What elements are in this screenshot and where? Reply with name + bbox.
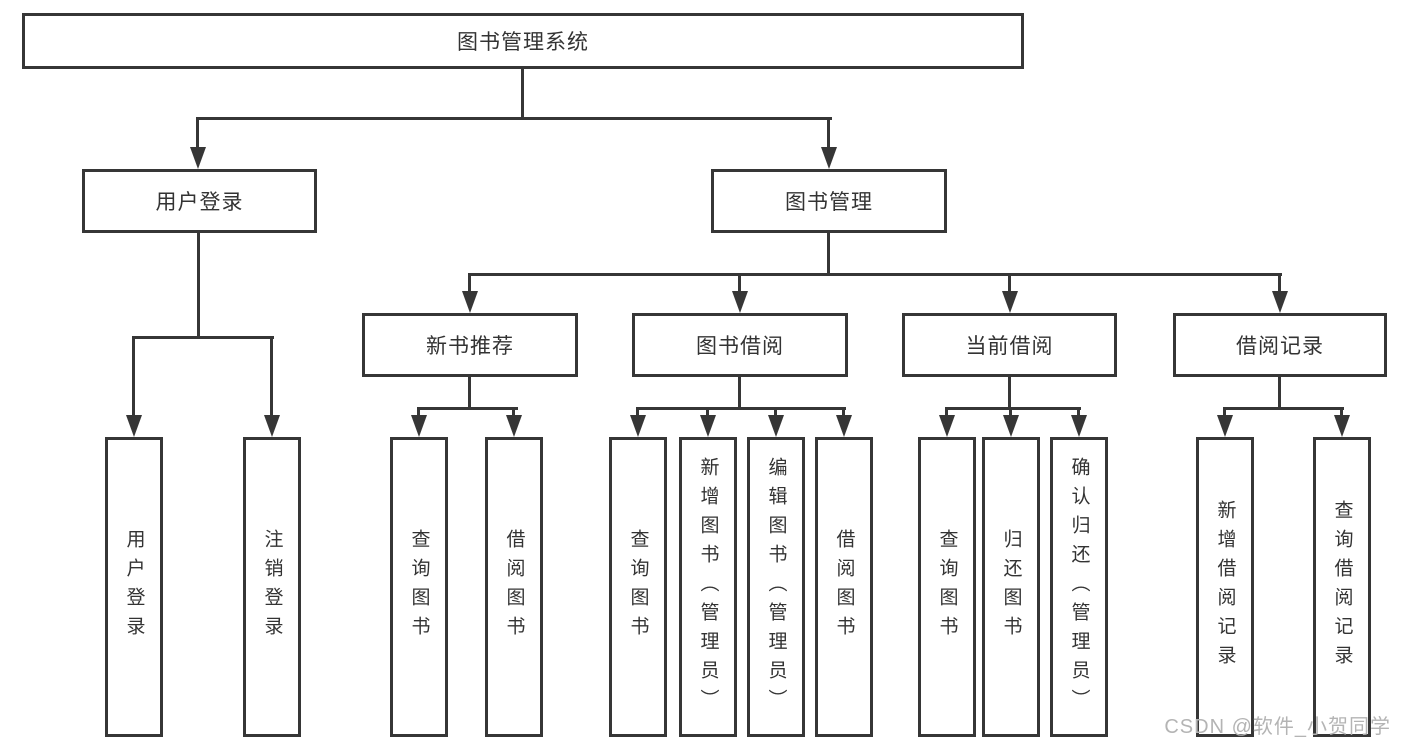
node-leaf-add-books-admin: 新增图书（管理员）: [679, 437, 737, 737]
arrow-down-icon: [1217, 415, 1233, 437]
connector-to-leaf: [774, 407, 777, 419]
node-new-book-recommend: 新书推荐: [362, 313, 578, 377]
node-label: 归还图书: [1000, 529, 1022, 645]
connector-to-leaf: [842, 407, 845, 419]
arrow-down-icon: [506, 415, 522, 437]
node-current-borrowing: 当前借阅: [902, 313, 1117, 377]
node-label: 查询图书: [936, 529, 958, 645]
connector-to-leaf: [1223, 407, 1226, 419]
node-label: 新增图书（管理员）: [697, 456, 719, 718]
arrow-down-icon: [411, 415, 427, 437]
node-leaf-borrow-books-borrowing: 借阅图书: [815, 437, 873, 737]
node-label: 图书管理: [785, 191, 873, 214]
node-leaf-logout: 注销登录: [243, 437, 301, 737]
node-label: 借阅图书: [503, 529, 525, 645]
arrow-down-icon: [126, 415, 142, 437]
connector-borrowing-records-bar: [1223, 407, 1344, 410]
arrow-down-icon: [462, 291, 478, 313]
connector-to-current-borrowing: [1008, 273, 1011, 294]
node-leaf-borrow-books-recommend: 借阅图书: [485, 437, 543, 737]
node-label: 用户登录: [123, 529, 145, 645]
node-borrowing-records: 借阅记录: [1173, 313, 1387, 377]
node-leaf-query-borrow-record: 查询借阅记录: [1313, 437, 1371, 737]
connector-to-leaf: [706, 407, 709, 419]
node-leaf-add-borrow-record: 新增借阅记录: [1196, 437, 1254, 737]
connector-to-book-borrowing: [738, 273, 741, 294]
connector-current-borrowing-bar: [945, 407, 1081, 410]
node-label: 新书推荐: [426, 335, 514, 358]
connector-book-borrowing-stem: [738, 377, 741, 407]
connector-root-stem: [521, 69, 524, 117]
node-label: 查询借阅记录: [1331, 500, 1353, 674]
connector-book-borrowing-bar: [636, 407, 846, 410]
connector-book-management-stem: [827, 233, 830, 273]
connector-user-login-bar: [132, 336, 274, 339]
node-label: 借阅图书: [833, 529, 855, 645]
arrow-down-icon: [1003, 415, 1019, 437]
node-leaf-confirm-return-admin: 确认归还（管理员）: [1050, 437, 1108, 737]
node-label: 新增借阅记录: [1214, 500, 1236, 674]
arrow-down-icon: [1071, 415, 1087, 437]
connector-root-to-book-management: [827, 117, 830, 150]
node-label: 确认归还（管理员）: [1068, 456, 1090, 718]
node-book-borrowing: 图书借阅: [632, 313, 848, 377]
connector-to-leaf-logout: [270, 336, 273, 418]
node-label: 注销登录: [261, 529, 283, 645]
arrow-down-icon: [630, 415, 646, 437]
arrow-down-icon: [732, 291, 748, 313]
connector-new-book-recommend-bar: [417, 407, 518, 410]
connector-current-borrowing-stem: [1008, 377, 1011, 407]
node-label: 编辑图书（管理员）: [765, 456, 787, 718]
connector-root-bar: [196, 117, 832, 120]
watermark: CSDN @软件_小贺同学: [1164, 716, 1391, 738]
arrow-down-icon: [1334, 415, 1350, 437]
arrow-down-icon: [1272, 291, 1288, 313]
connector-to-new-book-recommend: [468, 273, 471, 294]
connector-to-leaf: [512, 407, 515, 419]
arrow-down-icon: [836, 415, 852, 437]
connector-borrowing-records-stem: [1278, 377, 1281, 407]
node-label: 当前借阅: [965, 335, 1054, 358]
arrow-down-icon: [190, 147, 206, 169]
node-label: 用户登录: [155, 191, 244, 214]
node-label: 查询图书: [408, 529, 430, 645]
connector-to-leaf: [1009, 407, 1012, 419]
arrow-down-icon: [1002, 291, 1018, 313]
arrow-down-icon: [821, 147, 837, 169]
connector-to-leaf: [636, 407, 639, 419]
connector-user-login-stem: [197, 233, 200, 336]
node-leaf-edit-books-admin: 编辑图书（管理员）: [747, 437, 805, 737]
arrow-down-icon: [939, 415, 955, 437]
arrow-down-icon: [768, 415, 784, 437]
node-leaf-query-books-borrowing: 查询图书: [609, 437, 667, 737]
arrow-down-icon: [264, 415, 280, 437]
node-leaf-query-books-recommend: 查询图书: [390, 437, 448, 737]
connector-new-book-recommend-stem: [468, 377, 471, 407]
connector-root-to-user-login: [196, 117, 199, 150]
node-library-management-system: 图书管理系统: [22, 13, 1024, 69]
connector-to-borrowing-records: [1278, 273, 1281, 294]
node-label: 借阅记录: [1236, 335, 1324, 358]
connector-to-leaf-user-login: [132, 336, 135, 418]
connector-to-leaf: [1340, 407, 1343, 419]
node-leaf-user-login: 用户登录: [105, 437, 163, 737]
node-book-management: 图书管理: [711, 169, 947, 233]
node-leaf-return-books: 归还图书: [982, 437, 1040, 737]
node-user-login: 用户登录: [82, 169, 317, 233]
node-leaf-query-books-current: 查询图书: [918, 437, 976, 737]
node-label: 图书管理系统: [457, 31, 589, 54]
connector-to-leaf: [945, 407, 948, 419]
arrow-down-icon: [700, 415, 716, 437]
connector-book-management-bar: [468, 273, 1282, 276]
connector-to-leaf: [417, 407, 420, 419]
connector-to-leaf: [1077, 407, 1080, 419]
node-label: 查询图书: [627, 529, 649, 645]
node-label: 图书借阅: [696, 335, 784, 358]
